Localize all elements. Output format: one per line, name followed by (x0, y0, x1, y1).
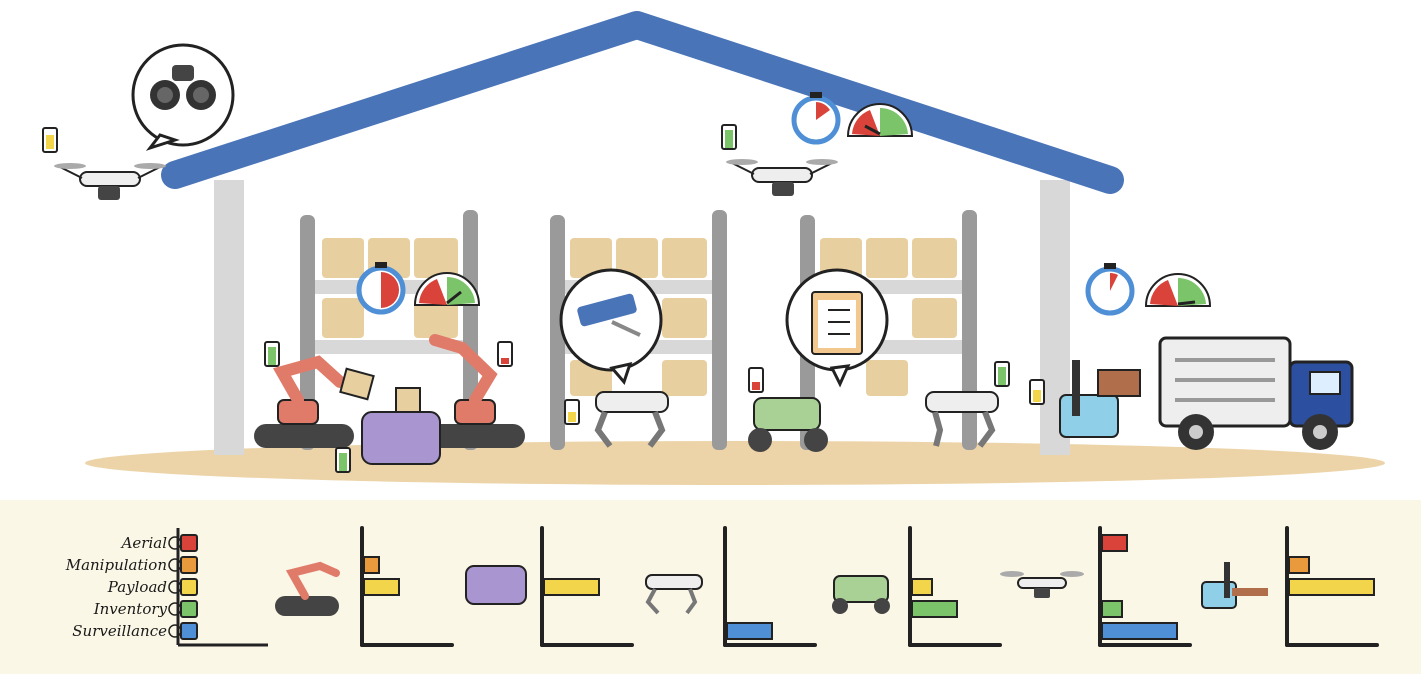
warehouse-building (161, 11, 1124, 455)
legend-label-surveillance: Surveillance (72, 622, 167, 640)
chart-wheeled-rover (908, 526, 1002, 647)
thumb-wheeled-rover (832, 575, 890, 614)
legend-swatch-payload (180, 578, 198, 596)
pillar-left (214, 180, 244, 455)
stopwatch-icon (1085, 263, 1135, 316)
bar-aerial (1101, 534, 1128, 552)
wheeled-rover (748, 397, 828, 452)
speech-bubble-clipboard (785, 268, 889, 388)
thumb-quadruped (645, 574, 703, 615)
drone-right (726, 159, 838, 196)
battery-icon (564, 399, 580, 425)
legend-label-inventory: Inventory (93, 600, 168, 618)
bar-manipulation (363, 556, 380, 574)
battery-icon (748, 367, 764, 393)
stopwatch-icon (791, 92, 841, 145)
battery-icon (994, 361, 1010, 387)
legend-axis (176, 528, 268, 647)
forklift (1059, 360, 1141, 438)
battery-icon (264, 341, 280, 367)
bar-inventory (911, 600, 958, 618)
clipboard-icon (811, 291, 863, 355)
legend-label-payload: Payload (107, 578, 167, 596)
thumb-mobile-cart (465, 565, 527, 605)
robot-arm-left (254, 355, 375, 448)
battery-icon (42, 127, 58, 153)
delivery-truck (1158, 336, 1354, 450)
thumb-drone (1000, 571, 1084, 598)
bar-payload (911, 578, 933, 596)
legend-swatch-manipulation (180, 556, 198, 574)
binoculars-icon (150, 65, 216, 110)
bar-surveillance (726, 622, 773, 640)
chart-drone (1098, 526, 1192, 647)
security-camera-icon (577, 293, 641, 337)
thumb-forklift (1201, 562, 1268, 609)
legend-label-manipulation: Manipulation (65, 556, 167, 574)
legend-label-aerial: Aerial (120, 534, 168, 552)
capability-charts (176, 526, 1379, 647)
bar-payload (543, 578, 600, 596)
roof (161, 11, 1124, 194)
battery-icon (497, 341, 513, 367)
chart-mobile-cart (540, 526, 634, 647)
quadruped-robot (925, 391, 999, 448)
capability-legend: AerialManipulationPayloadInventorySurvei… (65, 534, 198, 640)
thumb-robot-arm (275, 561, 340, 616)
bar-payload (363, 578, 400, 596)
bar-payload (1288, 578, 1375, 596)
chart-robot-arm-conveyor (360, 526, 454, 647)
battery-icon (721, 124, 737, 150)
chart-forklift (1285, 526, 1379, 647)
drone-left (54, 163, 166, 200)
bar-inventory (1101, 600, 1123, 618)
gauge-icon (1144, 273, 1212, 307)
gauge-icon (846, 103, 914, 137)
mobile-cart (361, 387, 441, 465)
bar-manipulation (1288, 556, 1310, 574)
gauge-icon (413, 272, 481, 306)
legend-swatch-aerial (180, 534, 198, 552)
battery-icon (335, 447, 351, 473)
stopwatch-icon (356, 262, 406, 315)
legend-swatch-inventory (180, 600, 198, 618)
chart-quadruped (723, 526, 817, 647)
shelf-unit-1 (300, 210, 478, 450)
quadruped-robot (594, 391, 669, 448)
speech-bubble-camera (559, 268, 663, 385)
battery-icon (1029, 379, 1045, 405)
speech-bubble-binoculars (131, 43, 235, 151)
bar-surveillance (1101, 622, 1178, 640)
legend-swatch-surveillance (180, 622, 198, 640)
robot-arm-right (425, 334, 525, 448)
